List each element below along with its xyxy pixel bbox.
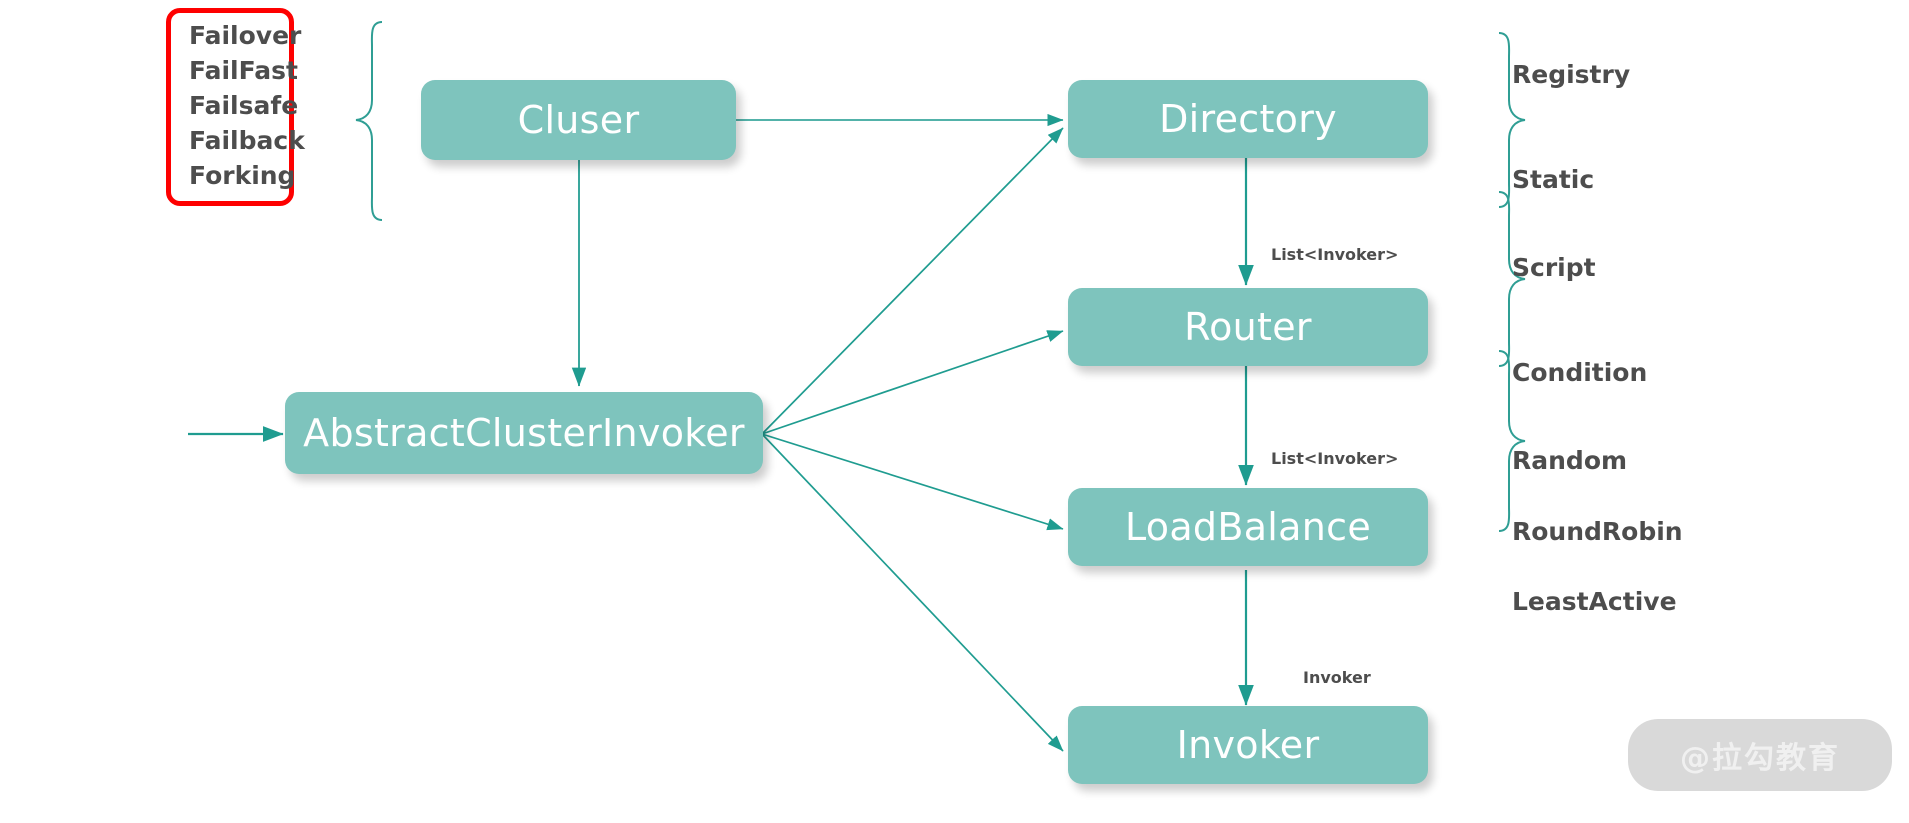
node-invoker-label: Invoker — [1176, 723, 1320, 767]
edge-abstractclusterinvoker-to-loadbalance — [761, 433, 1064, 531]
brace-strategies — [355, 21, 383, 221]
node-abstractclusterinvoker-label: AbstractClusterInvoker — [303, 411, 745, 455]
strategy-item-failover: Failover — [189, 21, 302, 50]
edge-abstractclusterinvoker-to-directory — [761, 127, 1064, 435]
node-loadbalance-label: LoadBalance — [1124, 505, 1371, 549]
node-router[interactable]: Router — [1068, 288, 1428, 366]
side-label-registry: Registry — [1512, 60, 1631, 89]
node-cluser[interactable]: Cluser — [421, 80, 736, 160]
node-cluser-label: Cluser — [517, 98, 640, 142]
node-directory[interactable]: Directory — [1068, 80, 1428, 158]
side-label-condition: Condition — [1512, 358, 1648, 387]
side-label-static: Static — [1512, 165, 1595, 194]
cluster-strategy-list: Failover FailFast Failsafe Failback Fork… — [166, 8, 305, 206]
edge-label-router-to-loadbalance: List<Invoker> — [1271, 449, 1399, 468]
side-label-roundrobin: RoundRobin — [1512, 517, 1683, 546]
edge-abstractclusterinvoker-to-router — [761, 330, 1064, 435]
edge-abstractclusterinvoker-to-invoker — [761, 433, 1064, 752]
edge-label-loadbalance-to-invoker: Invoker — [1303, 668, 1371, 687]
watermark-text: @拉勾教育 — [1680, 741, 1840, 776]
node-directory-label: Directory — [1159, 97, 1337, 141]
strategy-item-failsafe: Failsafe — [189, 90, 299, 120]
node-loadbalance[interactable]: LoadBalance — [1068, 488, 1428, 566]
side-label-random: Random — [1512, 446, 1628, 475]
strategy-item-failfast: FailFast — [189, 55, 298, 85]
strategy-item-failback: Failback — [189, 125, 305, 155]
watermark: @拉勾教育 — [1628, 719, 1892, 791]
strategy-item-forking: Forking — [189, 160, 296, 190]
side-label-leastactive: LeastActive — [1512, 587, 1677, 616]
edge-label-directory-to-router: List<Invoker> — [1271, 245, 1399, 264]
node-invoker[interactable]: Invoker — [1068, 706, 1428, 784]
node-router-label: Router — [1184, 305, 1312, 349]
node-abstractclusterinvoker[interactable]: AbstractClusterInvoker — [285, 392, 763, 474]
side-label-script: Script — [1512, 253, 1596, 282]
